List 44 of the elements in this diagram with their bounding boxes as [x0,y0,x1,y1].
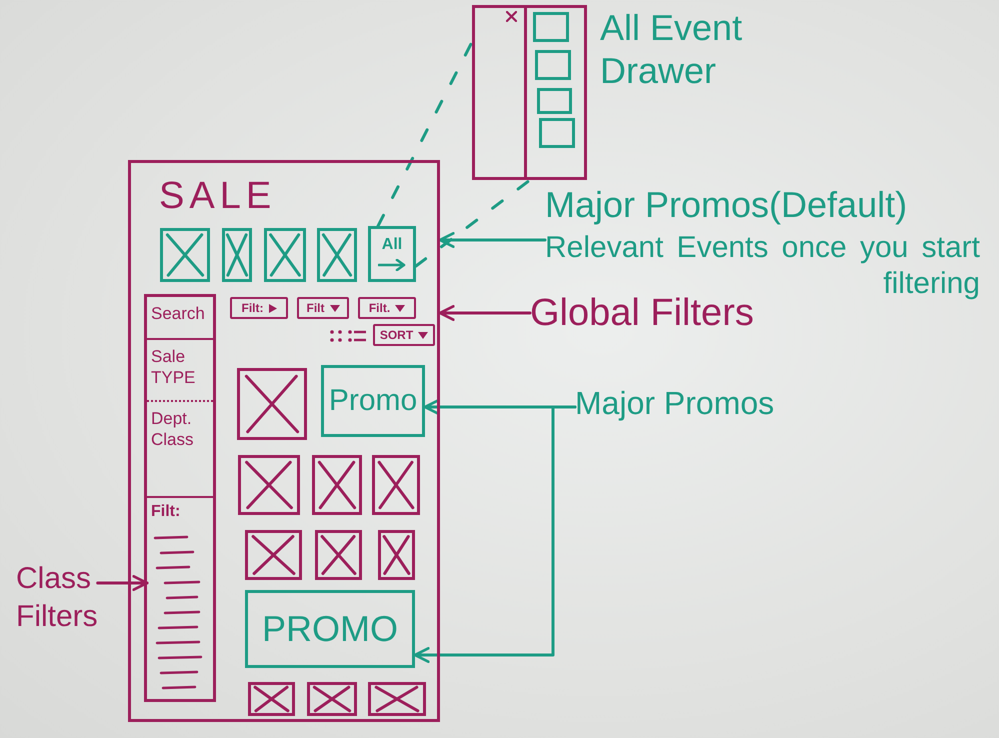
image-placeholder [378,530,415,580]
arrow [438,305,532,321]
annotation-text: All Event Drawer [600,6,744,92]
event-thumbnail [535,50,571,80]
sort-dropdown: SORT [373,324,435,346]
image-placeholder [317,228,357,282]
page-heading: SALE [159,177,276,215]
annotation-text: Major Promos(Default) [545,183,908,226]
image-placeholder [238,455,300,515]
sidebar-section: Search [147,297,213,340]
drawer-sketch [472,5,587,180]
image-placeholder [160,228,210,282]
image-placeholder [312,455,362,515]
section-heading: Filt: [151,504,180,520]
arrow [438,232,546,248]
promo-banner: Promo [321,365,425,437]
promo-banner: PROMO [245,590,415,668]
image-placeholder [264,228,306,282]
sidebar-section: Dept. Class [147,402,213,496]
view-all-tile [368,226,416,282]
image-placeholder [245,530,302,580]
annotation-text: Class Filters [16,560,98,635]
image-placeholder [368,682,426,716]
dashed-line [414,178,532,268]
tile-label: All [382,237,402,253]
annotation-text: Major Promos [575,383,774,423]
sidebar-section: Sale TYPE [147,340,213,402]
filter-dropdown: Filt [297,297,349,319]
phone-frame [128,160,440,722]
image-placeholder [372,455,420,515]
image-placeholder [315,530,362,580]
event-thumbnail [537,88,572,114]
dashed-line [376,40,474,228]
image-placeholder [248,682,295,716]
arrow [414,406,576,663]
event-thumbnail [533,12,569,42]
image-placeholder [222,228,252,282]
sidebar-panel [144,294,216,702]
filter-dropdown: Filt. [358,297,416,319]
event-thumbnail [539,118,575,148]
arrow [96,575,148,591]
image-placeholder [237,368,307,440]
image-placeholder [307,682,357,716]
filter-dropdown: Filt: [230,297,288,319]
